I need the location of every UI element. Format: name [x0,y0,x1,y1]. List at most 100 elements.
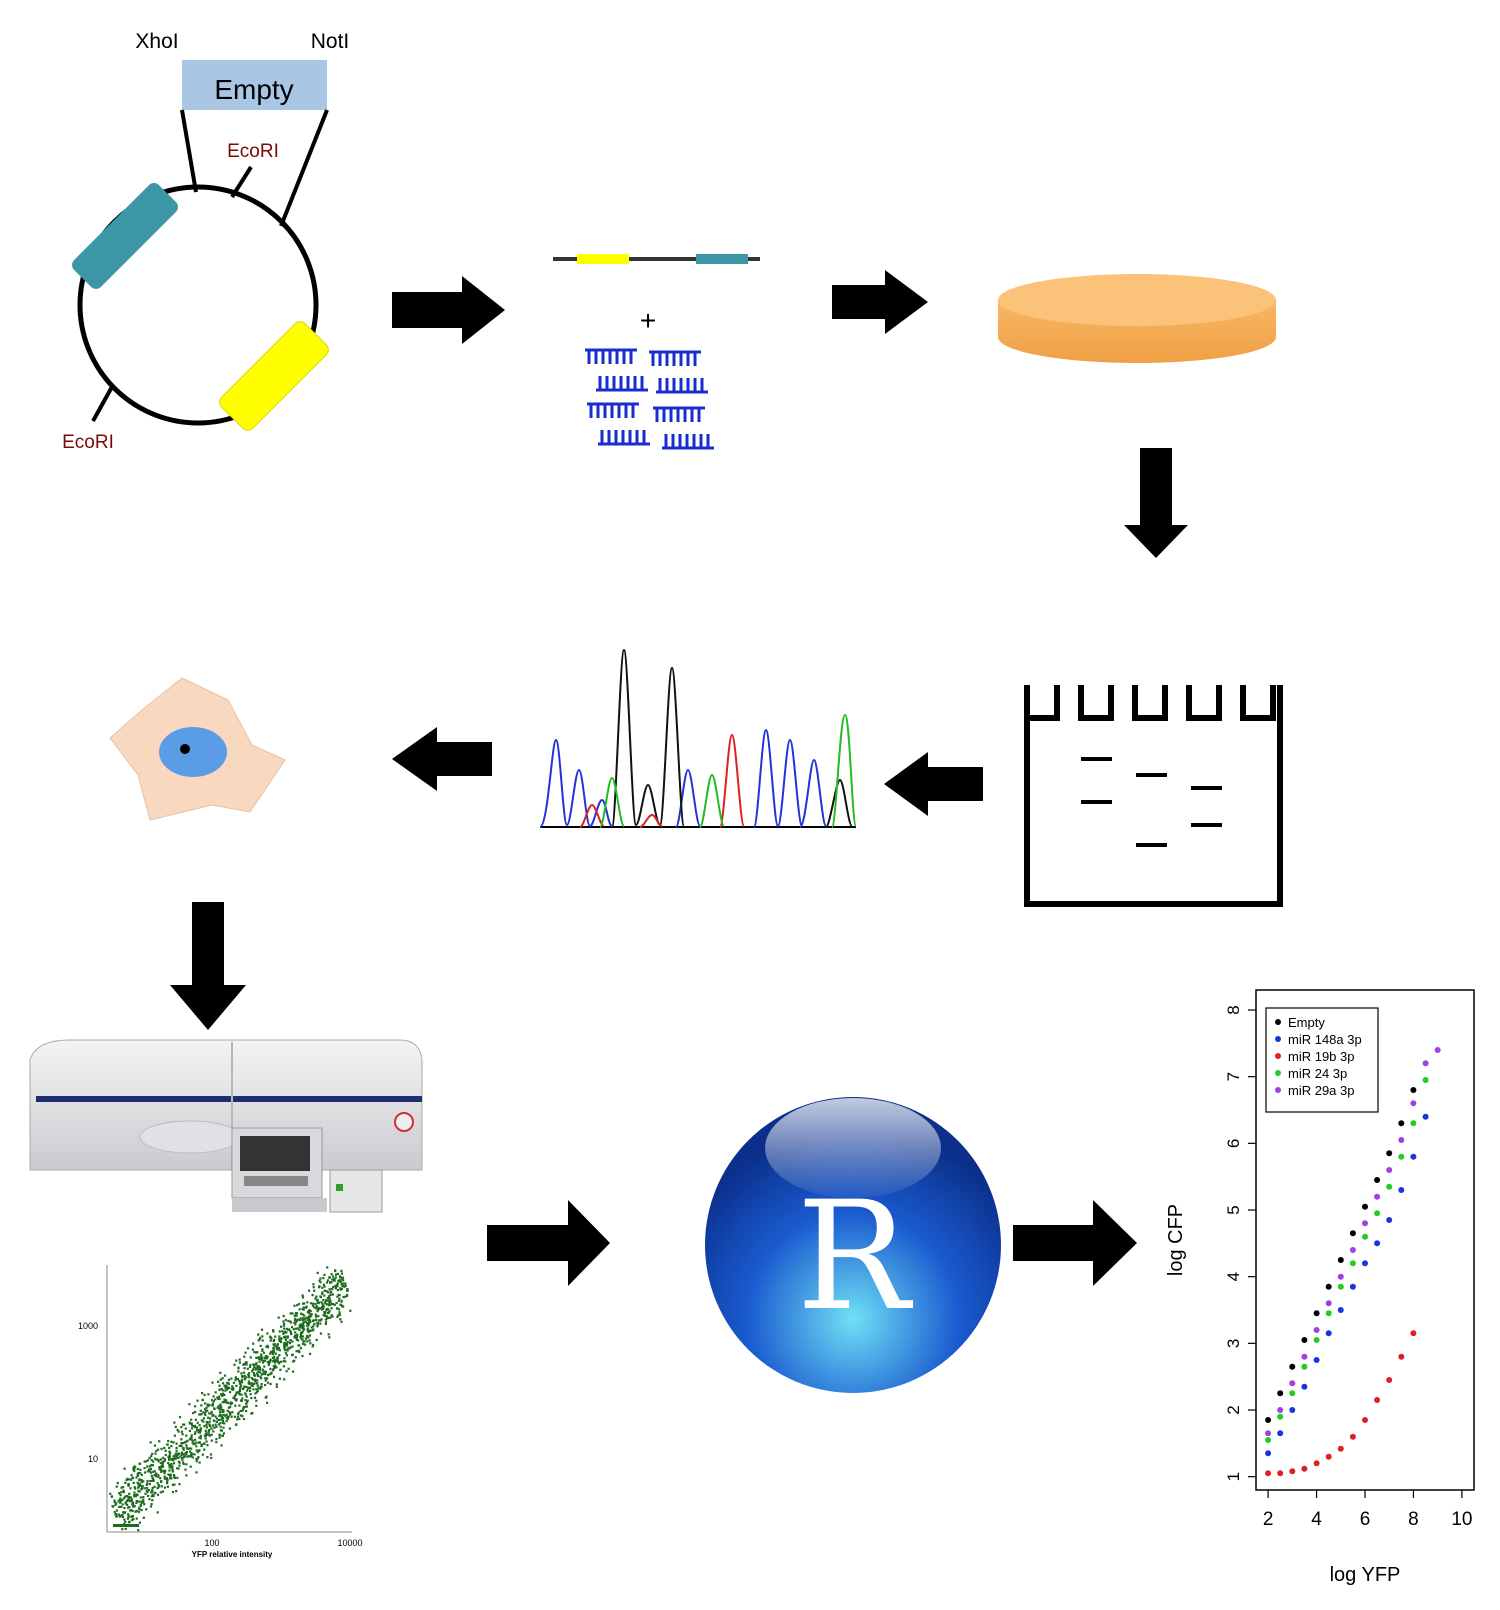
flow-dot [215,1420,218,1423]
flow-dot [134,1510,137,1513]
flow-dot [155,1458,158,1461]
flow-dot [326,1297,329,1300]
flow-dot [248,1389,252,1392]
flow-dot [292,1370,295,1373]
flow-dot [321,1292,324,1295]
flow-dot [195,1471,198,1474]
flow-dot [317,1286,321,1289]
flow-dot [241,1415,244,1418]
flow-dot [345,1295,349,1298]
flow-dot [240,1380,243,1383]
data-point [1277,1470,1284,1477]
flow-dot [205,1423,208,1426]
flow-dot [157,1460,160,1463]
flow-dot [182,1448,185,1451]
data-point [1265,1450,1272,1457]
flow-dot [316,1325,319,1328]
flow-dot [149,1505,153,1508]
flow-dot [328,1298,331,1301]
flow-dot [238,1389,241,1392]
flow-dot [308,1289,311,1292]
flow-dot [151,1476,154,1479]
y-tick-label: 2 [1224,1405,1243,1414]
flow-dot [301,1330,304,1333]
flow-dot [222,1409,225,1412]
flow-dot [262,1351,266,1354]
x-tick-label: 4 [1311,1509,1322,1530]
flow-dot [161,1490,164,1493]
flow-dot [331,1288,334,1291]
flow-dot [127,1484,130,1487]
flow-dot [256,1374,260,1378]
flow-dot [127,1513,130,1516]
flow-dot [189,1454,192,1457]
flow-dot [265,1357,269,1360]
flow-dot [270,1372,273,1375]
flow-dot [198,1424,201,1427]
flow-dot [306,1340,309,1343]
flow-dot [319,1322,322,1325]
flow-dot [180,1444,183,1448]
flow-dot [336,1315,339,1318]
flow-dot [192,1443,195,1446]
arrow-left-icon [392,727,492,791]
flow-dot [175,1490,178,1493]
flow-dot [266,1401,269,1404]
flow-dot [214,1391,217,1394]
flow-dot [285,1331,288,1334]
flow-dot [199,1427,202,1430]
flow-dot [245,1405,248,1408]
flow-dot [316,1301,319,1304]
flow-dot [221,1377,224,1380]
flow-dot [179,1455,182,1458]
data-point [1398,1120,1405,1127]
flow-dot [303,1314,306,1317]
flow-dot [282,1332,285,1335]
flow-dot [205,1433,209,1436]
flow-dot [245,1402,248,1405]
flow-dot [186,1439,189,1442]
flow-dot [135,1499,138,1503]
flow-dot [229,1391,232,1394]
flow-dot [131,1510,134,1513]
flow-dot [202,1420,205,1423]
flow-dot [308,1319,311,1322]
flow-dot [138,1479,141,1482]
flow-dot [196,1457,199,1460]
data-point [1277,1407,1284,1413]
flow-dot [209,1453,213,1456]
flow-dot [283,1345,286,1348]
flow-dot [184,1427,187,1430]
flow-dot [252,1368,255,1372]
data-point [1337,1283,1344,1290]
flow-dot [324,1311,327,1314]
y-tick-label: 3 [1224,1339,1243,1348]
flow-dot [243,1385,246,1388]
flow-dot [302,1308,305,1311]
flow-dot [163,1458,167,1461]
flow-dot [306,1316,309,1319]
flow-dot [223,1384,226,1387]
flow-dot [317,1307,320,1310]
flow-dot [304,1337,308,1340]
flow-dot [164,1453,167,1457]
flow-dot [139,1468,142,1471]
flow-dot [186,1447,189,1450]
legend-label: miR 19b 3p [1288,1049,1354,1064]
flow-dot [146,1465,149,1468]
flow-dot [177,1430,180,1433]
flow-dot [151,1493,154,1496]
flow-dot [170,1458,173,1461]
nucleolus [180,744,190,754]
flow-dot [188,1403,191,1406]
flow-dot [273,1365,276,1368]
flow-dot [215,1441,218,1444]
flow-dot [234,1423,238,1426]
flow-dot [307,1317,310,1320]
construct-and-sirna: + [553,254,760,450]
flow-dot [308,1321,311,1324]
flow-dot [214,1415,217,1418]
data-point [1410,1087,1417,1093]
flow-dot [218,1414,221,1418]
flow-dot [181,1453,184,1456]
